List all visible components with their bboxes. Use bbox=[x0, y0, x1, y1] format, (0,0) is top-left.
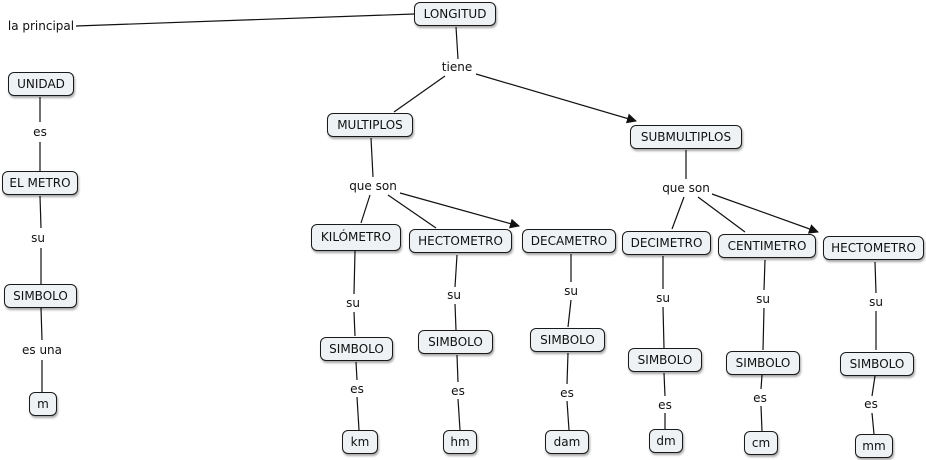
connector-multiplos-que-son bbox=[370, 137, 374, 178]
node-decametro[interactable]: DECAMETRO bbox=[522, 229, 616, 253]
link-label-es-km: es bbox=[349, 382, 365, 396]
node-multiplos[interactable]: MULTIPLOS bbox=[327, 113, 413, 137]
connector-tiene-multiplos bbox=[393, 75, 446, 113]
link-label-es-mm: es bbox=[863, 397, 879, 411]
node-m[interactable]: m bbox=[29, 392, 57, 416]
connector-que-son-kilometro bbox=[360, 194, 371, 224]
link-label-su-dm: su bbox=[655, 291, 671, 305]
link-label-su-hm: su bbox=[446, 288, 462, 302]
link-label-es-hm: es bbox=[450, 384, 466, 398]
link-label-es-dam: es bbox=[559, 386, 575, 400]
node-dm[interactable]: dm bbox=[649, 429, 683, 453]
link-label-su-km: su bbox=[345, 296, 361, 310]
node-simbolo-dm[interactable]: SIMBOLO bbox=[628, 348, 702, 372]
node-km[interactable]: km bbox=[342, 430, 378, 454]
link-label-que-son-submultiplos: que son bbox=[661, 181, 711, 195]
link-label-es-cm: es bbox=[752, 391, 768, 405]
node-decimetro[interactable]: DECIMETRO bbox=[622, 231, 711, 255]
node-simbolo-hm[interactable]: SIMBOLO bbox=[418, 330, 493, 354]
link-label-es-unidad: es bbox=[32, 125, 48, 139]
link-label-la-principal: la principal bbox=[6, 19, 76, 33]
node-longitud[interactable]: LONGITUD bbox=[414, 2, 496, 26]
node-mm[interactable]: mm bbox=[855, 434, 893, 458]
link-label-que-son-multiplos: que son bbox=[348, 179, 398, 193]
node-cm[interactable]: cm bbox=[744, 431, 778, 455]
node-submultiplos[interactable]: SUBMULTIPLOS bbox=[630, 125, 742, 149]
link-label-su-metro: su bbox=[30, 231, 46, 245]
link-label-su-dam: su bbox=[563, 284, 579, 298]
connector-el-metro-su bbox=[39, 195, 42, 229]
link-label-su-mm: su bbox=[868, 295, 884, 309]
connector-simbolo-es-una bbox=[40, 307, 43, 341]
node-hectometro-mult[interactable]: HECTOMETRO bbox=[409, 229, 512, 253]
connector-tiene-submultiplos bbox=[475, 73, 637, 124]
connector-longitud-la-principal bbox=[75, 13, 415, 27]
node-el-metro[interactable]: EL METRO bbox=[2, 171, 78, 195]
node-simbolo-mm[interactable]: SIMBOLO bbox=[840, 352, 914, 376]
node-simbolo-cm[interactable]: SIMBOLO bbox=[726, 351, 800, 375]
link-label-es-dm: es bbox=[657, 398, 673, 412]
node-hectometro-sub[interactable]: HECTOMETRO bbox=[823, 236, 924, 260]
node-simbolo-dam[interactable]: SIMBOLO bbox=[530, 328, 605, 352]
node-kilometro[interactable]: KILÓMETRO bbox=[311, 224, 401, 251]
node-unidad[interactable]: UNIDAD bbox=[8, 72, 74, 96]
connector-que-son-decimetro bbox=[671, 196, 685, 230]
connector-que-son-decametro bbox=[399, 192, 520, 229]
node-hm[interactable]: hm bbox=[443, 430, 477, 454]
node-centimetro[interactable]: CENTIMETRO bbox=[718, 234, 816, 258]
link-label-tiene: tiene bbox=[440, 60, 474, 74]
node-simbolo-metro[interactable]: SIMBOLO bbox=[4, 284, 77, 308]
node-dam[interactable]: dam bbox=[545, 430, 589, 454]
link-label-su-cm: su bbox=[755, 292, 771, 306]
node-simbolo-km[interactable]: SIMBOLO bbox=[320, 337, 393, 361]
connector-que-son-hectometro bbox=[387, 194, 437, 229]
connector-longitud-tiene bbox=[455, 26, 459, 60]
link-label-es-una: es una bbox=[20, 343, 64, 357]
connector-que-son-hectometro-sub bbox=[711, 193, 819, 234]
connector-que-son-centimetro bbox=[697, 196, 746, 233]
